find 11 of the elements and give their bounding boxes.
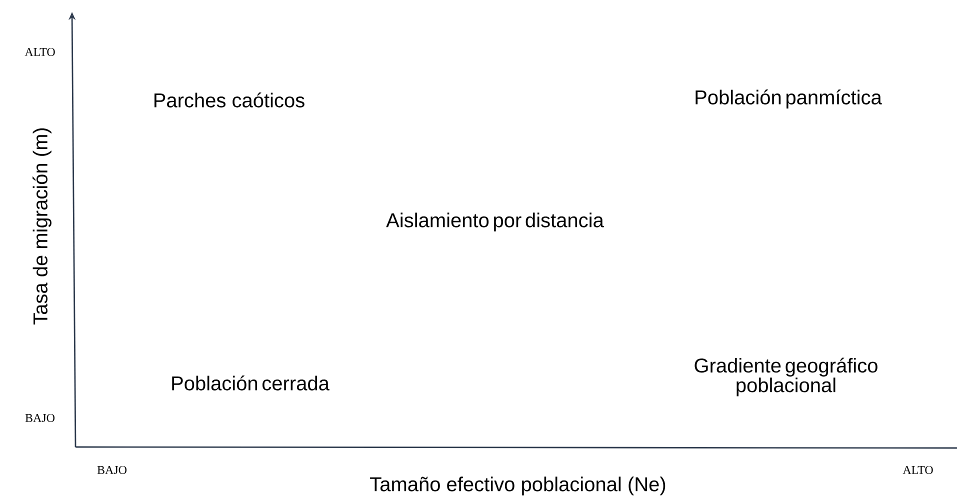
axis-tick-label: ALTO <box>24 48 55 56</box>
quadrant-label: Población cerrada <box>172 376 330 390</box>
axis-tick-label: ALTO <box>902 466 933 474</box>
axis-title: Tamaño efectivo poblacional (Ne) <box>370 476 666 496</box>
quadrant-label: Gradiente geográfico poblacional <box>694 358 878 396</box>
quadrant-label: Población panmíctica <box>696 90 882 108</box>
quadrant-label: Parches caóticos <box>154 92 304 108</box>
axis-title: Tasa de migración (m) <box>32 128 52 324</box>
quadrant-label: Aislamiento por distancia <box>386 212 604 232</box>
axis-tick-label: BAJO <box>97 466 127 474</box>
axis-tick-label: BAJO <box>25 414 55 422</box>
